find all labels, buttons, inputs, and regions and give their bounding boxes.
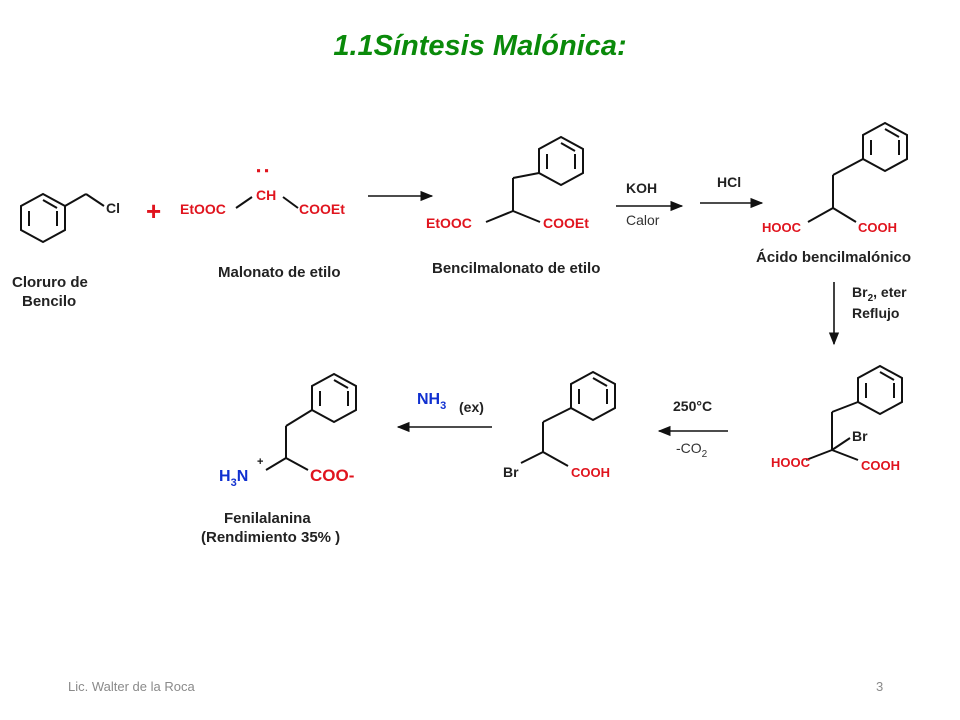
phenylalanine-structure: H3N + COO- xyxy=(219,372,357,489)
malonate-left-ester: EtOOC xyxy=(180,201,226,217)
benzyl-chloride-name-line1: Cloruro de xyxy=(12,274,88,291)
reagent-br2: Br2, eter xyxy=(852,284,907,304)
footer-page-number: 3 xyxy=(876,679,884,694)
benzylmalonate-structure: EtOOC COOEt xyxy=(426,135,589,231)
reagent-nh3: NH3 xyxy=(417,391,446,412)
reagent-ex: (ex) xyxy=(459,399,484,415)
reagent-calor: Calor xyxy=(626,212,660,228)
malonate-right-ester: COOEt xyxy=(299,201,345,217)
benzylmalonate-left-ester: EtOOC xyxy=(426,215,472,231)
phenylalanine-name: Fenilalanina xyxy=(224,510,311,527)
malonate-carbanion-label: CH xyxy=(256,187,276,203)
chloride-group-label: Cl xyxy=(106,200,120,216)
benzylmalonic-acid-structure: HOOC COOH xyxy=(762,121,908,235)
phenylalanine-amine: H3N xyxy=(219,468,248,489)
plus-sign: + xyxy=(146,196,161,226)
benzyl-chloride-name-line2: Bencilo xyxy=(22,293,76,310)
slide-title: 1.1Síntesis Malónica: xyxy=(333,30,627,62)
ammonium-charge: + xyxy=(257,456,263,468)
bromo-acid-br: Br xyxy=(503,464,519,480)
benzylmalonic-right-acid: COOH xyxy=(858,220,897,235)
bromo-acid-group: COOH xyxy=(571,465,610,480)
benzyl-chloride-structure: Cl xyxy=(20,192,120,244)
malonate-name: Malonato de etilo xyxy=(218,264,341,281)
bromo-diacid-left-acid: HOOC xyxy=(771,455,811,470)
benzylmalonate-right-ester: COOEt xyxy=(543,215,589,231)
footer-author: Lic. Walter de la Roca xyxy=(68,679,195,694)
reagent-koh: KOH xyxy=(626,180,657,196)
benzylmalonic-acid-name: Ácido bencilmalónico xyxy=(756,249,911,266)
bromo-diacid-br: Br xyxy=(852,428,868,444)
phenylalanine-carboxylate: COO- xyxy=(310,466,354,485)
benzylmalonic-left-acid: HOOC xyxy=(762,220,802,235)
benzylmalonate-name: Bencilmalonato de etilo xyxy=(432,260,600,277)
reagent-co2: -CO2 xyxy=(676,440,708,460)
phenylalanine-yield: (Rendimiento 35% ) xyxy=(201,529,340,546)
malonate-structure: CH : EtOOC COOEt xyxy=(180,167,345,217)
bromo-diacid-right-acid: COOH xyxy=(861,458,900,473)
bromo-diacid-structure: Br HOOC COOH xyxy=(771,364,903,473)
reagent-reflujo: Reflujo xyxy=(852,305,899,321)
lone-pair-dots: : xyxy=(252,167,277,174)
reagent-hcl: HCl xyxy=(717,174,741,190)
reagent-temperature: 250°C xyxy=(673,398,712,414)
bromo-acid-structure: Br COOH xyxy=(503,370,616,480)
